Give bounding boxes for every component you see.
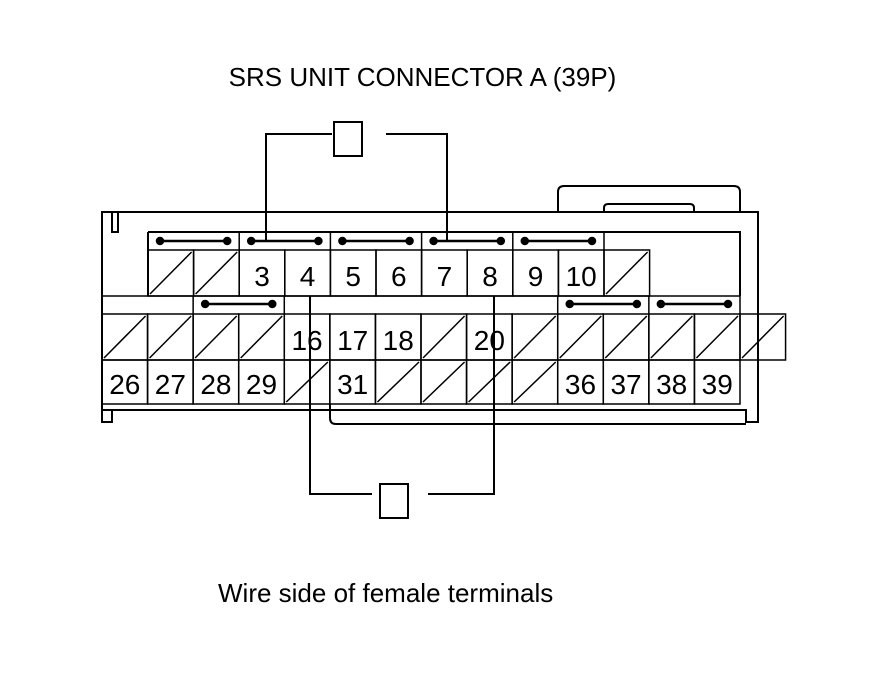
terminal-row2-cell-blank-slash (149, 315, 192, 359)
shorting-bar-row1-dot (405, 236, 414, 246)
terminal-row2-cell-blank-slash (422, 315, 466, 359)
terminal-number: 18 (383, 325, 414, 356)
connector-tag-bottom (379, 483, 409, 519)
wire-loops (265, 121, 495, 519)
shorting-bar-row1-dot (155, 236, 165, 246)
terminal-number: 28 (200, 369, 231, 400)
terminal-row2-cell-blank-slash (695, 315, 739, 359)
terminal-number: 9 (528, 261, 544, 292)
shorting-bar-row1-dot (429, 236, 438, 246)
terminal-row2-cell-blank-slash (559, 315, 602, 359)
terminal-row3-cell-blank-slash (376, 361, 420, 403)
terminal-row3-cell-blank-slash (422, 361, 466, 403)
terminal-row2-cell-blank-slash (650, 315, 693, 359)
terminal-number: 37 (610, 369, 641, 400)
terminal-number: 31 (337, 369, 368, 400)
terminal-number: 38 (656, 369, 687, 400)
terminal-number: 29 (246, 369, 277, 400)
diagram-title: SRS UNIT CONNECTOR A (39P) (228, 62, 617, 92)
terminal-number: 5 (345, 261, 361, 292)
shorting-bar-row1-dot (314, 236, 323, 246)
terminal-number: 6 (391, 261, 407, 292)
shorting-bar-row2-dot (723, 299, 733, 309)
terminal-row2-cell (739, 313, 787, 361)
connector-housing (101, 185, 759, 425)
terminal-number: 4 (300, 261, 316, 292)
terminal-row1-cell-blank-slash (195, 251, 238, 295)
terminal-row1-cell-blank-slash (605, 251, 649, 295)
shorting-bar-row2-dot (632, 299, 642, 309)
terminal-row2-cell-blank-slash (604, 315, 648, 359)
shorting-bar-row2-dot (268, 299, 277, 309)
wire-loop-top-right (386, 133, 448, 240)
connector-tag-top (333, 121, 363, 157)
terminal-row2-cell-blank-slash (513, 315, 557, 359)
shorting-bar-row1-dot (246, 236, 256, 246)
shorting-bar-row1-dot (496, 236, 506, 246)
terminal-number: 16 (291, 325, 322, 356)
wire-loop-bottom-right (428, 296, 495, 495)
wire-loop-top-left (265, 133, 332, 240)
terminal-row2-cell-blank-slash (194, 315, 238, 359)
terminal-row3-cell-blank-slash (285, 361, 329, 403)
terminal-number: 20 (474, 325, 505, 356)
terminal-number: 17 (337, 325, 368, 356)
terminal-number: 26 (109, 369, 140, 400)
wire-loop-bottom-left (309, 296, 372, 495)
terminal-row3-cell-blank-slash (468, 361, 511, 403)
terminal-grid (101, 232, 787, 405)
shorting-bar-row1-dot (222, 236, 232, 246)
terminal-number: 36 (565, 369, 596, 400)
terminal-number: 8 (482, 261, 498, 292)
terminal-row3-cell-blank-slash (513, 361, 557, 403)
shorting-bar-row1-dot (338, 236, 347, 246)
terminal-row1-cell-blank-slash (149, 251, 193, 295)
terminal-row3-cell (693, 359, 741, 405)
shorting-bar-row2-dot (565, 299, 574, 309)
terminal-row2-cell-blank-slash (741, 315, 785, 359)
terminal-number: 39 (702, 369, 733, 400)
shorting-bar-row2-dot (200, 299, 210, 309)
terminal-number: 7 (437, 261, 453, 292)
terminal-row2-cell-blank-slash (240, 315, 283, 359)
terminal-row2-cell-blank-slash (103, 315, 147, 359)
terminal-number: 3 (254, 261, 270, 292)
diagram-caption: Wire side of female terminals (218, 578, 554, 608)
terminal-number: 27 (155, 369, 186, 400)
shorting-bar-row1-dot (520, 236, 530, 246)
terminal-number: 10 (566, 261, 597, 292)
shorting-bar-row2-dot (656, 299, 666, 309)
shorting-bar-row1-dot (587, 236, 597, 246)
